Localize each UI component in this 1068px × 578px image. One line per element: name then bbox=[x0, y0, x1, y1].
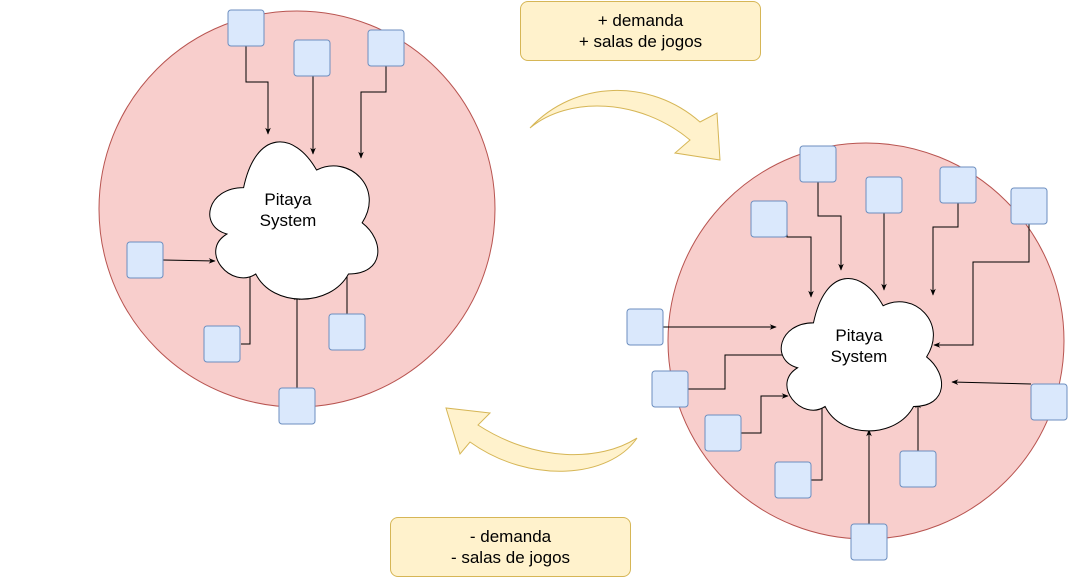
increase-note-line2: + salas de jogos bbox=[578, 32, 703, 51]
small-client-node-1 bbox=[227, 9, 265, 47]
decrease-demand-note: - demanda - salas de jogos bbox=[390, 517, 631, 577]
large-client-node-7 bbox=[651, 370, 689, 408]
small-connector-4 bbox=[162, 258, 216, 264]
large-connector-5 bbox=[933, 224, 1030, 348]
large-client-node-1 bbox=[799, 145, 837, 183]
large-client-node-5 bbox=[1010, 187, 1048, 225]
decrease-note-line2: - salas de jogos bbox=[450, 548, 571, 567]
large-client-node-2 bbox=[750, 200, 788, 238]
large-connector-8 bbox=[741, 393, 789, 434]
small-cloud-label-line1: Pitaya bbox=[264, 190, 312, 209]
large-client-node-12 bbox=[1030, 383, 1068, 421]
small-connector-3 bbox=[358, 66, 387, 159]
small-client-node-7 bbox=[278, 387, 316, 425]
large-client-node-11 bbox=[850, 523, 888, 561]
large-connector-4 bbox=[930, 203, 959, 296]
increase-demand-note: + demanda + salas de jogos bbox=[520, 1, 761, 61]
large-connector-12 bbox=[951, 379, 1032, 385]
large-connector-1 bbox=[817, 182, 844, 271]
scale-down-arrow bbox=[445, 407, 638, 472]
small-cloud-label-line2: System bbox=[259, 211, 317, 230]
small-cluster-nodes bbox=[126, 9, 405, 425]
scale-up-arrow bbox=[529, 89, 721, 161]
large-cloud-label-line2: System bbox=[830, 347, 888, 366]
small-client-node-3 bbox=[367, 29, 405, 67]
large-cloud-label-line1: Pitaya bbox=[835, 326, 883, 345]
large-cloud-label: Pitaya System bbox=[799, 325, 919, 367]
large-connector-9 bbox=[811, 401, 825, 481]
large-connector-7 bbox=[688, 352, 794, 390]
small-cluster bbox=[98, 9, 496, 425]
large-client-node-9 bbox=[774, 461, 812, 499]
large-cluster-edges bbox=[663, 182, 1032, 524]
large-cluster bbox=[626, 142, 1068, 561]
decrease-note-line1: - demanda bbox=[469, 527, 552, 546]
small-client-node-6 bbox=[328, 313, 366, 351]
small-client-node-5 bbox=[203, 325, 241, 363]
large-client-node-4 bbox=[939, 166, 977, 204]
large-client-node-8 bbox=[704, 414, 742, 452]
large-cluster-nodes bbox=[626, 145, 1068, 561]
small-cloud-label: Pitaya System bbox=[228, 189, 348, 231]
large-client-node-3 bbox=[865, 176, 903, 214]
small-client-node-2 bbox=[293, 39, 331, 77]
small-cluster-edges bbox=[162, 46, 387, 388]
large-client-node-10 bbox=[899, 450, 937, 488]
small-connector-5 bbox=[241, 265, 253, 345]
large-client-node-6 bbox=[626, 308, 664, 346]
small-client-node-4 bbox=[126, 241, 164, 279]
increase-note-line1: + demanda bbox=[597, 11, 684, 30]
small-connector-1 bbox=[245, 46, 271, 135]
